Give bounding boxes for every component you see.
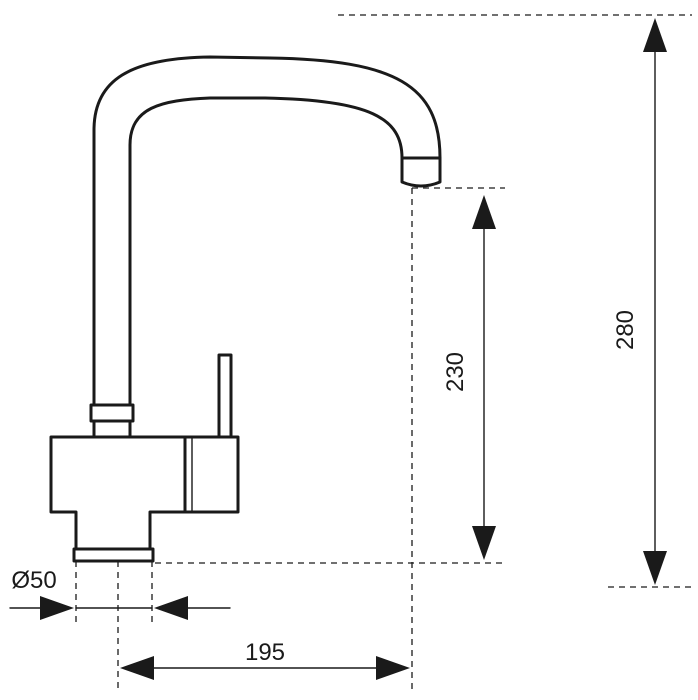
body-neck — [92, 419, 132, 439]
dim-230-arrow-bottom — [472, 526, 496, 560]
dim-280-arrow-bottom — [643, 551, 667, 585]
lever-housing — [183, 435, 240, 514]
base-ring — [72, 547, 155, 563]
spout-inner-curve — [128, 96, 404, 407]
dim-195-arrow-left — [120, 656, 154, 680]
dim-50-label: Ø50 — [11, 567, 56, 594]
spout-outer-curve — [92, 55, 442, 407]
dim-50-arrow-left — [40, 596, 74, 620]
dim-195-arrow-right — [376, 656, 410, 680]
dim-230-arrow-top — [472, 195, 496, 229]
spout-nozzle — [400, 156, 442, 188]
dim-280-label: 280 — [612, 310, 639, 350]
faucet-body — [49, 435, 187, 551]
lever-rod — [217, 353, 233, 439]
faucet-outline — [49, 55, 442, 563]
dim-195-label: 195 — [245, 639, 285, 666]
reference-lines — [75, 14, 692, 690]
riser-collar — [89, 403, 135, 423]
dimension-reach: 195 — [120, 639, 410, 680]
dimension-diameter: Ø50 — [9, 567, 231, 620]
dim-50-arrow-right — [154, 596, 188, 620]
dim-280-arrow-top — [643, 18, 667, 52]
dimension-spout-height: 230 — [442, 195, 496, 560]
dimension-total-height: 280 — [612, 18, 667, 585]
dim-230-label: 230 — [442, 352, 469, 392]
